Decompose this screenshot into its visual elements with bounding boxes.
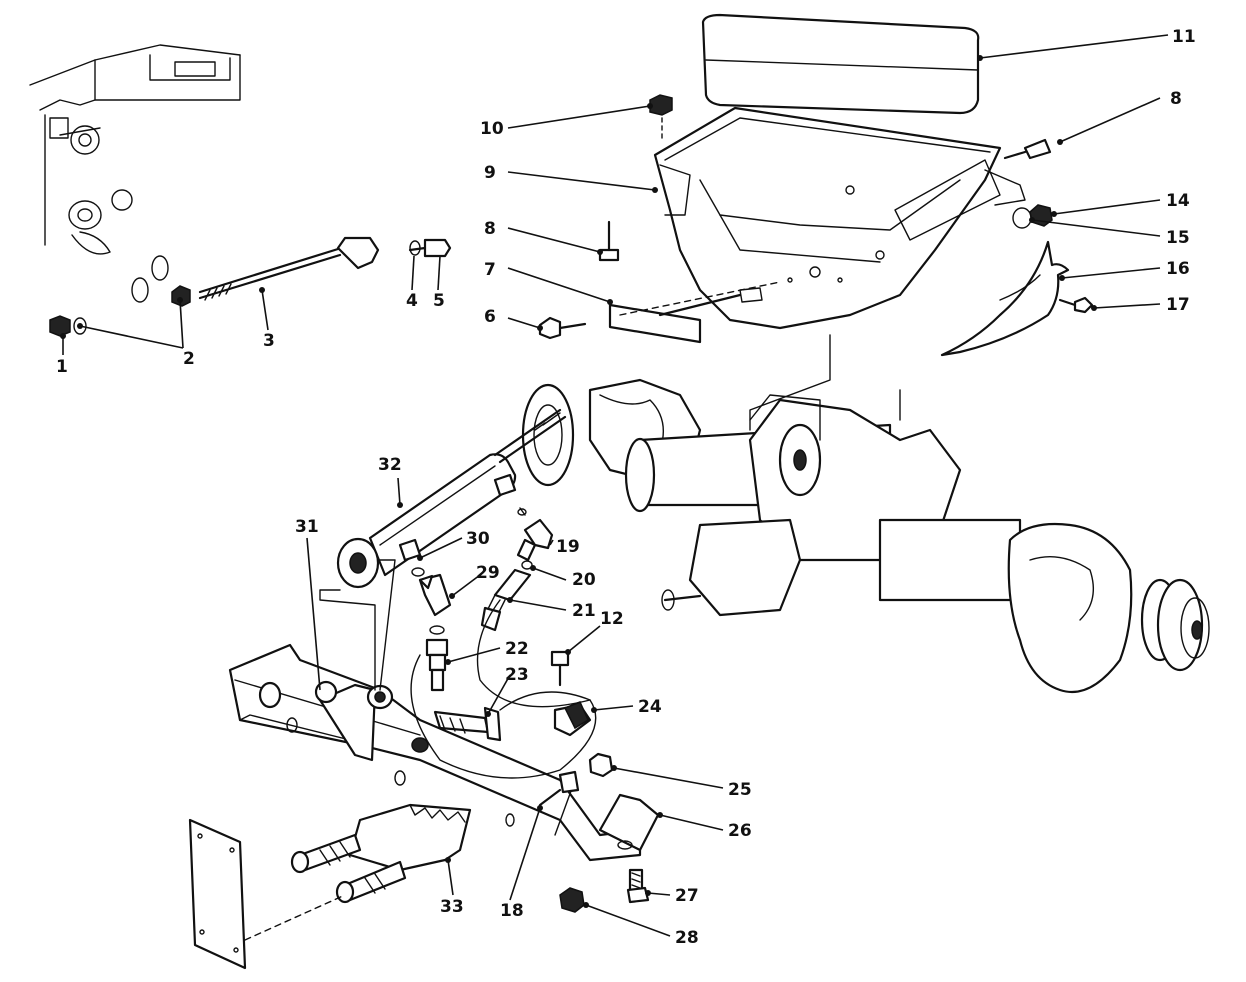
callout-6: 6 [484, 307, 496, 327]
callout-24: 24 [638, 697, 662, 717]
callout-16: 16 [1166, 259, 1190, 279]
callout-5: 5 [433, 291, 445, 311]
callout-10: 10 [480, 119, 504, 139]
callout-18: 18 [500, 901, 524, 921]
callout-31: 31 [295, 517, 319, 537]
callout-17: 17 [1166, 295, 1190, 315]
callout-26: 26 [728, 821, 752, 841]
callout-20: 20 [572, 570, 596, 590]
hydraulic-cylinder [336, 408, 567, 589]
callout-30: 30 [466, 529, 490, 549]
callout-29: 29 [476, 563, 500, 583]
callout-14: 14 [1166, 191, 1190, 211]
callout-33: 33 [440, 897, 464, 917]
callout-4: 4 [406, 291, 418, 311]
callout-19: 19 [556, 537, 580, 557]
battery-cover [701, 13, 980, 115]
leader-lines [60, 34, 1169, 937]
hydraulic-fittings [411, 507, 554, 692]
callout-11: 11 [1172, 27, 1196, 47]
callout-27: 27 [675, 886, 699, 906]
callout-32: 32 [378, 455, 402, 475]
battery-tray [653, 106, 1026, 330]
callout-7: 7 [484, 260, 496, 280]
callout-8-lower: 8 [484, 219, 496, 239]
callout-3: 3 [263, 331, 275, 351]
tie-rod-assembly [49, 236, 452, 337]
callout-9: 9 [484, 163, 496, 183]
callout-22: 22 [505, 639, 529, 659]
tray-fasteners [538, 94, 1053, 344]
splash-shield [940, 240, 1094, 357]
callout-1: 1 [56, 357, 68, 377]
callout-21: 21 [572, 601, 596, 621]
callout-25: 25 [728, 780, 752, 800]
chassis-fragment [29, 44, 241, 255]
callout-15: 15 [1166, 228, 1190, 248]
callout-labels: 1 2 3 4 5 6 7 8 8 9 10 11 12 14 15 16 17… [56, 27, 1196, 948]
bracket-fasteners [411, 650, 650, 913]
callout-12: 12 [600, 609, 624, 629]
callout-23: 23 [505, 665, 529, 685]
valve-with-hoses [188, 599, 597, 970]
callout-28: 28 [675, 928, 699, 948]
callout-8-upper: 8 [1170, 89, 1182, 109]
callout-2: 2 [183, 349, 195, 369]
rear-axle [521, 334, 1210, 694]
